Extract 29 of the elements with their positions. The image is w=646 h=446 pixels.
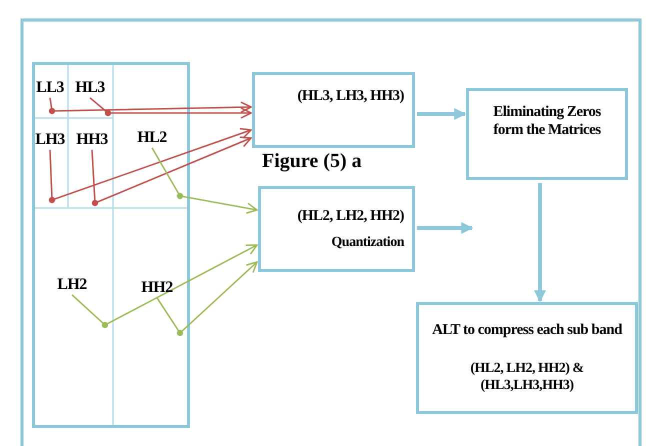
arrow [90,97,252,119]
arrow [156,261,258,336]
box-text: (HL2, LH2, HH2) [297,206,404,225]
subband-label: LH3 [35,131,65,149]
arrow [151,147,258,214]
subband-label: HL2 [137,129,167,147]
arrow [72,244,258,328]
box-text: (HL2, LH2, HH2) &(HL3,LH3,HH3) [469,361,585,395]
arrow [417,108,466,120]
arrow [91,136,252,206]
arrow [48,98,252,114]
subband-label: LH2 [57,276,87,294]
box-text: Eliminating Zeros form the Matrices [492,103,602,139]
box-text: ALT to compress each sub band [432,321,622,340]
box-text: Quantization [331,234,404,252]
subband-label: LL3 [36,79,64,97]
arrow [417,222,474,234]
arrow [48,128,252,204]
process-box [252,72,415,148]
process-box [466,88,628,180]
arrow [534,183,546,302]
subband-label: HH2 [141,279,173,297]
subband-grid [32,62,190,428]
figure-caption: Figure (5) a [262,150,362,173]
process-box [416,302,638,414]
box-text: (HL3, LH3, HH3) [297,87,404,105]
subband-label: HL3 [75,79,105,97]
process-box [258,186,415,272]
subband-label: HH3 [76,131,108,149]
